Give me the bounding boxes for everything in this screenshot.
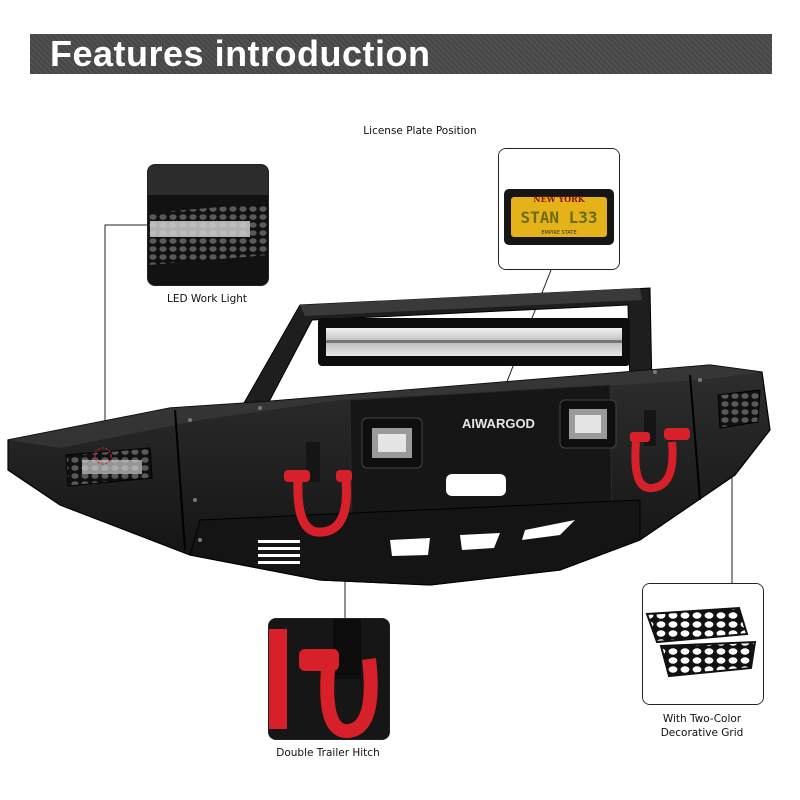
pod-light-right [559, 399, 617, 449]
decorative-grid-label: With Two-Color Decorative Grid [632, 712, 772, 740]
decorative-grid-label-line1: With Two-Color [662, 713, 742, 725]
winch-slot [446, 474, 506, 496]
trailer-hitch-callout [268, 618, 390, 740]
decorative-grid-callout [642, 583, 764, 705]
right-grid [717, 389, 761, 429]
left-grid-light [65, 447, 153, 487]
led-light-bar [318, 318, 630, 366]
vent-slots [258, 540, 300, 564]
shackle-right [630, 410, 690, 492]
header-banner: Features introduction [30, 34, 772, 74]
license-plate-image: NEW YORK STAN L33 EMPIRE STATE [499, 149, 619, 269]
svg-text:STAN L33: STAN L33 [520, 208, 597, 227]
svg-text:NEW YORK: NEW YORK [533, 194, 586, 204]
trailer-hitch-label: Double Trailer Hitch [276, 747, 380, 759]
license-plate-callout: NEW YORK STAN L33 EMPIRE STATE [498, 148, 620, 270]
leader-line-led [104, 224, 148, 455]
decorative-grid-image [643, 584, 763, 704]
brand-logo: AIWARGOD [462, 416, 535, 431]
svg-text:EMPIRE STATE: EMPIRE STATE [541, 230, 576, 236]
led-work-light-label: LED Work Light [166, 293, 248, 305]
license-plate-label: License Plate Position [363, 125, 477, 137]
led-work-light-image [148, 165, 268, 285]
pod-light-left [361, 417, 423, 469]
shackle-left [284, 442, 352, 537]
decorative-grid-label-line2: Decorative Grid [660, 727, 744, 739]
trailer-hitch-image [269, 619, 389, 739]
page-title: Features introduction [50, 33, 431, 74]
led-work-light-callout [147, 164, 269, 286]
